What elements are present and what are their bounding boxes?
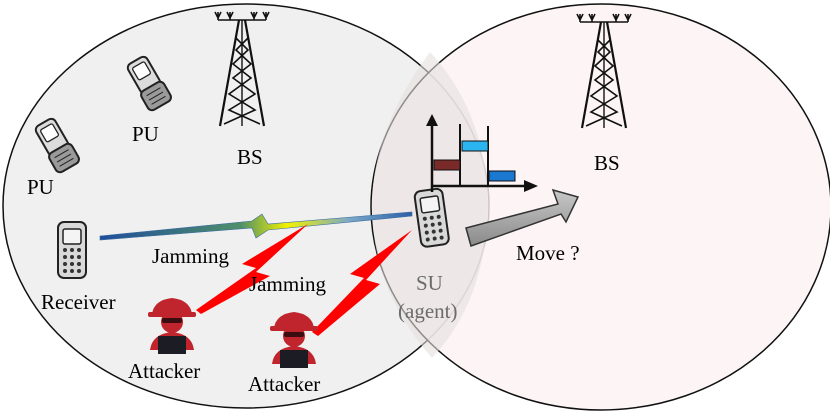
jamming-bolt-2 bbox=[312, 230, 412, 336]
right-cell-ellipse bbox=[370, 3, 830, 411]
spectrum-block-blue bbox=[488, 170, 516, 182]
receiver-label: Receiver bbox=[41, 290, 116, 314]
attacker-2-label: Attacker bbox=[248, 372, 320, 396]
communication-link bbox=[99, 211, 413, 241]
bs-right-label: BS bbox=[594, 151, 620, 175]
move-label: Move ? bbox=[516, 241, 580, 265]
jamming-bolt-1 bbox=[196, 224, 308, 314]
spectrum-block-cyan bbox=[461, 140, 489, 152]
jamming-1-label: Jamming bbox=[152, 244, 229, 268]
spectrum-block-brown bbox=[433, 159, 461, 171]
jamming-2-label: Jamming bbox=[249, 272, 326, 296]
attacker-1-label: Attacker bbox=[128, 359, 200, 383]
bs-left-label: BS bbox=[237, 145, 263, 169]
move-arrow bbox=[465, 188, 580, 247]
pu-1-label: PU bbox=[27, 175, 54, 199]
spectrum-chart bbox=[426, 114, 538, 192]
receiver-phone-icon bbox=[57, 221, 87, 279]
su-label: SU bbox=[416, 271, 443, 295]
agent-label: (agent) bbox=[398, 299, 457, 323]
pu-2-label: PU bbox=[132, 122, 159, 146]
